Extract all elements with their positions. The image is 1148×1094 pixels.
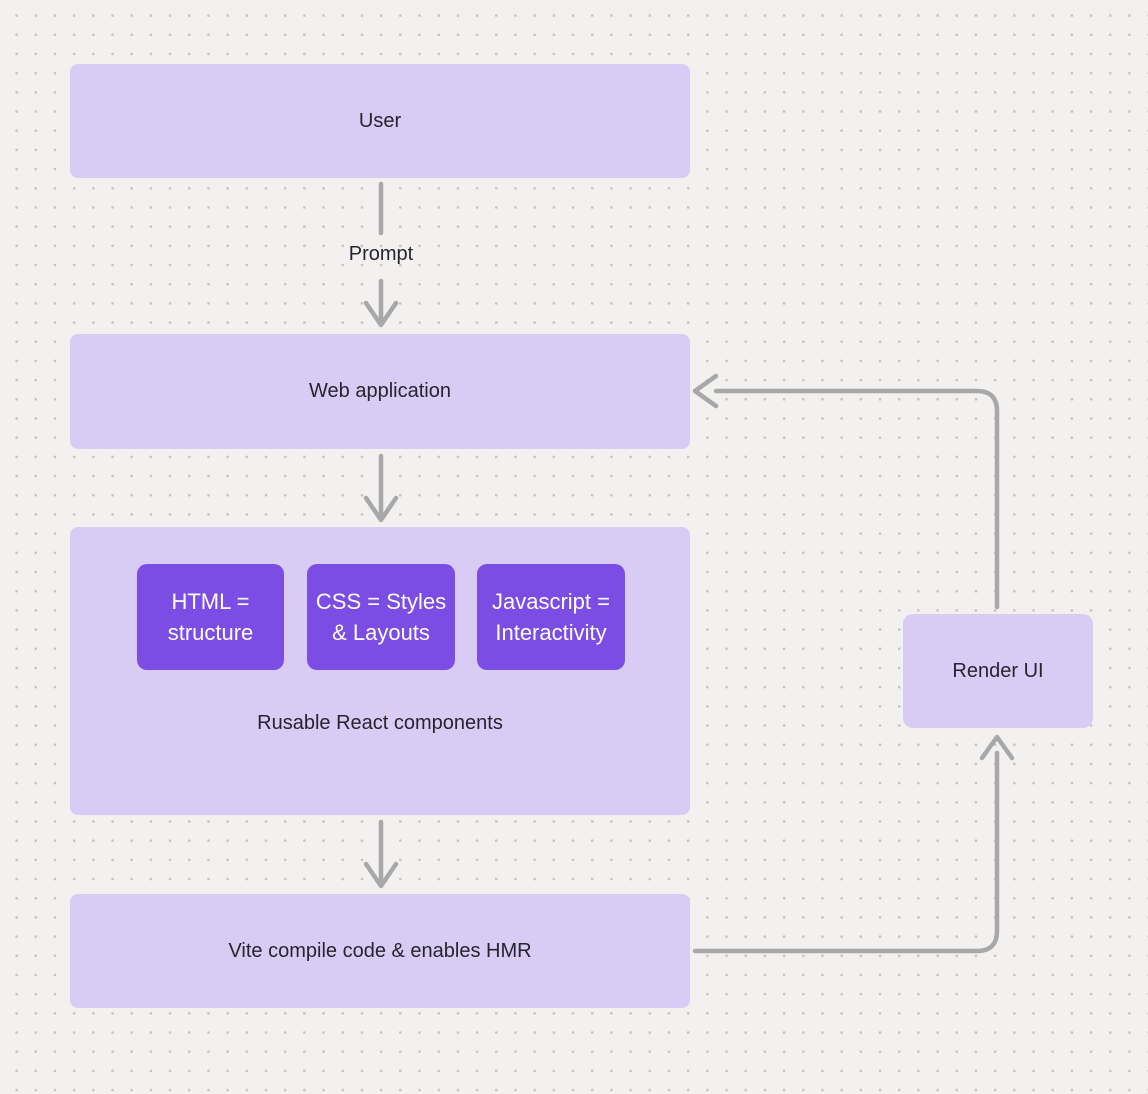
node-css[interactable]: CSS = Styles & Layouts	[307, 564, 455, 670]
edge-segment	[692, 750, 1000, 954]
arrowhead-down-icon	[363, 300, 399, 328]
node-user[interactable]: User	[70, 64, 690, 178]
node-html[interactable]: HTML = structure	[137, 564, 284, 670]
node-render-ui-label: Render UI	[952, 659, 1044, 682]
arrowhead-down-icon	[363, 861, 399, 889]
node-render-ui[interactable]: Render UI	[903, 614, 1093, 728]
edge-segment	[713, 388, 1000, 610]
edge-components-to-vite[interactable]	[363, 819, 399, 889]
node-vite-label: Vite compile code & enables HMR	[228, 939, 532, 962]
edge-label-prompt[interactable]: Prompt	[348, 243, 414, 265]
edge-renderui-to-webapp[interactable]	[692, 373, 1000, 610]
edge-webapp-to-components[interactable]	[363, 453, 399, 523]
node-web-application-label: Web application	[309, 380, 451, 402]
node-web-application[interactable]: Web application	[70, 334, 690, 449]
node-vite[interactable]: Vite compile code & enables HMR	[70, 894, 690, 1008]
node-user-label: User	[358, 109, 402, 132]
edge-user-to-webapp[interactable]	[363, 181, 399, 328]
arrowhead-left-icon	[692, 373, 719, 409]
edge-vite-to-renderui[interactable]	[692, 734, 1015, 954]
arrowhead-up-icon	[979, 734, 1015, 761]
components-group-label: Rusable React components	[257, 712, 503, 734]
node-javascript[interactable]: Javascript = Interactivity	[477, 564, 625, 670]
arrowhead-down-icon	[363, 495, 399, 523]
node-javascript-label: Javascript = Interactivity	[492, 589, 610, 645]
node-css-label: CSS = Styles & Layouts	[315, 589, 447, 645]
node-html-label: HTML = structure	[167, 589, 254, 645]
